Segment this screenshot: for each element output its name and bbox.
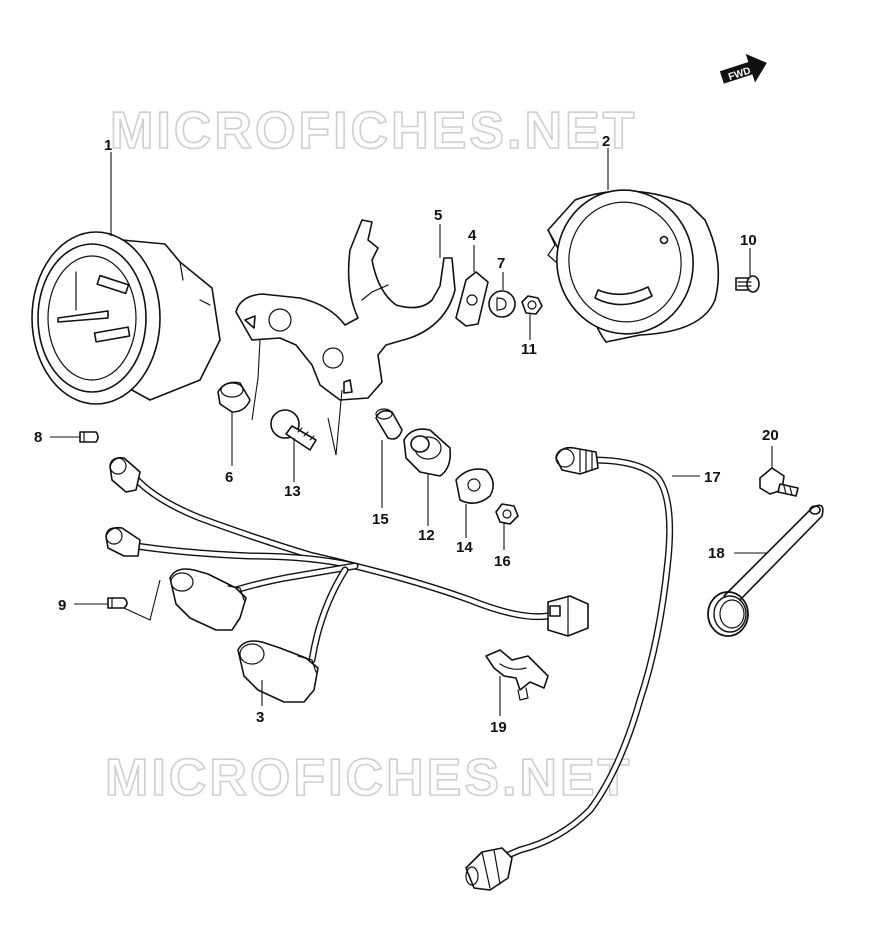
fwd-arrow-icon: FWD (719, 53, 767, 84)
speedometer-assembly (31, 231, 221, 405)
callout-3: 3 (256, 709, 264, 726)
callout-16: 16 (494, 553, 511, 570)
bulb-part-9 (107, 597, 128, 609)
cushion-part-15 (375, 408, 403, 440)
nut-part-11 (521, 295, 543, 315)
callout-1: 1 (104, 137, 112, 154)
clamp-part-4 (455, 271, 489, 327)
bulb-part-8 (79, 431, 99, 443)
callout-12: 12 (418, 527, 435, 544)
callout-4: 4 (468, 227, 477, 244)
socket-top (109, 456, 141, 493)
callout-13: 13 (284, 483, 301, 500)
callout-9: 9 (58, 597, 66, 614)
callout-11: 11 (521, 341, 537, 358)
watermark-bottom: MICROFICHES.NET (105, 749, 632, 807)
washer-part-7 (488, 290, 516, 318)
cable-lower-fitting (465, 847, 513, 891)
callout-7: 7 (497, 255, 505, 272)
connector-plug (547, 595, 589, 637)
callout-19: 19 (490, 719, 507, 736)
screw-part-20 (759, 467, 799, 497)
callout-6: 6 (225, 469, 233, 486)
spring-part-18 (707, 504, 824, 637)
socket-middle (105, 526, 141, 557)
callout-20: 20 (762, 427, 779, 444)
grommet-part-12 (403, 428, 452, 477)
callout-labels: 1 2 3 4 5 6 7 8 9 10 11 12 13 14 15 16 1… (34, 133, 779, 736)
callout-2: 2 (602, 133, 610, 150)
callout-17: 17 (704, 469, 721, 486)
grommet-part-6 (217, 381, 251, 413)
leader-lines (50, 148, 773, 716)
socket-holder-lower (237, 640, 319, 703)
bolt-part-13 (270, 409, 317, 451)
callout-15: 15 (372, 511, 389, 528)
wiring-harness (105, 456, 589, 703)
screw-part-10 (735, 275, 760, 293)
callout-8: 8 (34, 429, 42, 446)
callout-5: 5 (434, 207, 442, 224)
callout-10: 10 (740, 232, 757, 249)
watermark-top: MICROFICHES.NET (110, 102, 637, 160)
cable-upper-fitting (555, 446, 599, 475)
callout-14: 14 (456, 539, 473, 556)
nut-part-16 (495, 503, 519, 525)
callout-18: 18 (708, 545, 725, 562)
meter-case (547, 189, 720, 343)
meter-bracket (235, 219, 456, 401)
washer-part-14 (455, 468, 494, 504)
clamp-part-19 (485, 649, 549, 701)
socket-holder-upper (169, 568, 247, 631)
speedometer-cable (465, 446, 674, 891)
